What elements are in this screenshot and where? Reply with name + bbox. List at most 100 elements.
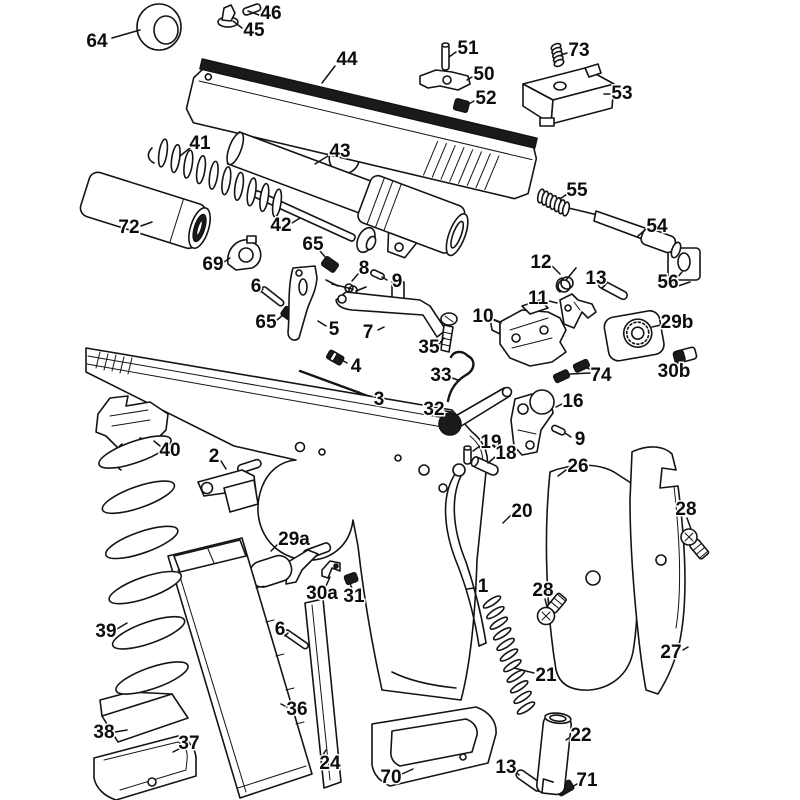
leader-line-45 — [232, 20, 243, 29]
part-label-29b: 29b — [661, 312, 694, 333]
coil-loop — [509, 680, 529, 694]
shape-plug-tube — [535, 712, 573, 796]
leader-line-22 — [565, 737, 570, 741]
part-label-53: 53 — [611, 83, 632, 104]
leader-line-3 — [354, 390, 370, 397]
leader-line-74 — [586, 367, 593, 371]
leader-line-42 — [291, 217, 301, 224]
leader-line-56 — [676, 271, 683, 279]
coil-loop — [115, 661, 189, 695]
shape-frame — [85, 347, 489, 701]
part-label-33: 33 — [430, 365, 451, 386]
part-label-6: 6 — [251, 276, 262, 297]
shape-clip-30b — [672, 346, 698, 365]
leader-line-5 — [317, 320, 327, 327]
part-label-43: 43 — [329, 141, 350, 162]
coil-loop — [221, 166, 232, 196]
leader-line-8 — [351, 273, 359, 282]
shape-grip-checkered — [545, 464, 639, 691]
leader-line-35 — [438, 337, 445, 345]
leader-line-50 — [466, 76, 473, 81]
leader-line-26 — [557, 469, 567, 477]
part-label-13: 13 — [585, 268, 606, 289]
shape-screw-35 — [440, 312, 458, 353]
leader-line-21 — [513, 667, 535, 674]
part-label-30b: 30b — [658, 361, 691, 382]
leader-line-69 — [223, 257, 231, 263]
shape-trigger — [287, 265, 318, 341]
leader-line-55 — [559, 193, 568, 200]
leader-line-73 — [560, 52, 568, 56]
coil-loop — [98, 435, 172, 469]
part-label-31: 31 — [343, 586, 365, 607]
part-label-29a: 29a — [278, 529, 310, 550]
leader-line-31 — [349, 582, 353, 590]
part-label-18: 18 — [495, 443, 516, 464]
part-label-71: 71 — [576, 770, 598, 791]
shape-pin-9b — [550, 424, 566, 436]
part-label-41: 41 — [189, 133, 211, 154]
coil-loop — [492, 627, 512, 641]
shape-rear-sight — [522, 63, 615, 127]
coil-loop — [233, 171, 245, 201]
part-label-21: 21 — [535, 665, 557, 686]
main-spring-21 — [482, 595, 536, 715]
coil-loop — [499, 648, 519, 662]
shape-hammer-strut — [438, 386, 513, 436]
part-label-36: 36 — [286, 699, 307, 720]
leader-line-11 — [548, 300, 558, 304]
coil-loop — [111, 615, 186, 650]
leader-line-6 — [259, 288, 264, 293]
leader-line-28 — [544, 598, 548, 608]
leader-line-37 — [172, 747, 182, 753]
shape-pin-6a — [260, 286, 285, 307]
part-label-28: 28 — [532, 580, 553, 601]
leader-line-4 — [339, 358, 348, 364]
leader-line-71 — [571, 783, 578, 788]
part-label-13: 13 — [495, 757, 516, 778]
part-shapes — [79, 3, 710, 800]
coil-loop — [104, 525, 179, 560]
part-label-3: 3 — [374, 389, 385, 410]
part-label-52: 52 — [475, 88, 496, 109]
coil-springs — [98, 42, 571, 715]
shape-sear — [559, 293, 597, 329]
leader-line-28 — [686, 517, 692, 530]
part-label-65: 65 — [255, 312, 277, 333]
part-label-20: 20 — [511, 501, 532, 522]
shape-plunger-31 — [343, 571, 359, 585]
shape-safety-plate-29b — [603, 310, 665, 362]
part-label-22: 22 — [570, 725, 591, 746]
leader-line-1 — [466, 587, 475, 590]
part-label-37: 37 — [178, 733, 199, 754]
magazine-spring-39 — [98, 435, 189, 695]
leader-line-44 — [321, 65, 336, 84]
leader-line-20 — [502, 514, 512, 524]
leader-line-29b — [651, 324, 662, 328]
leader-line-65 — [319, 250, 328, 260]
part-label-73: 73 — [568, 40, 589, 61]
leader-line-24 — [320, 749, 327, 759]
coil-loop — [108, 570, 183, 605]
leader-line-38 — [114, 729, 128, 733]
part-label-40: 40 — [159, 440, 180, 461]
part-label-72: 72 — [118, 217, 139, 238]
shape-magazine-well — [371, 706, 497, 787]
part-label-5: 5 — [329, 319, 340, 340]
part-label-16: 16 — [562, 391, 583, 412]
firing-pin-spring-55 — [536, 188, 571, 217]
coil-loop — [170, 143, 181, 174]
leader-line-12 — [551, 265, 561, 275]
part-label-51: 51 — [457, 38, 479, 59]
coil-loop — [482, 595, 502, 609]
part-label-70: 70 — [380, 767, 401, 788]
leader-line-30a — [325, 576, 331, 587]
shape-clip-30a — [321, 560, 341, 579]
shape-pin-18 — [470, 456, 499, 476]
shape-grip-plain — [629, 446, 686, 695]
leader-line-72 — [140, 221, 153, 227]
shape-plunger-65a — [320, 256, 340, 273]
